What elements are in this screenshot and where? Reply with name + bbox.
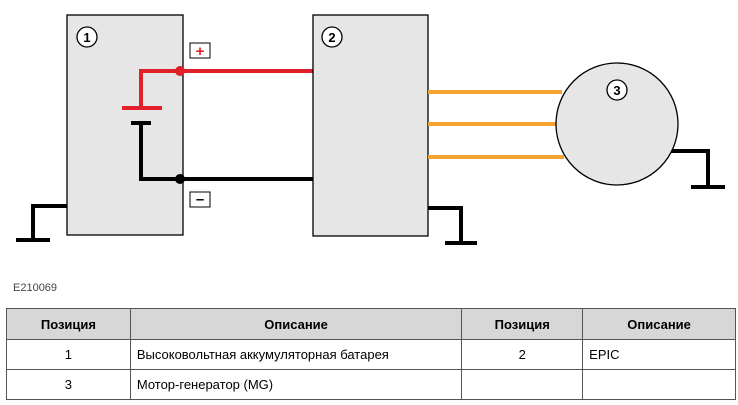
battery-box xyxy=(66,14,184,236)
legend-table: Позиция Описание Позиция Описание 1 Высо… xyxy=(6,308,736,400)
table-row: 3 Мотор-генератор (MG) xyxy=(6,369,736,400)
position-cell: 3 xyxy=(6,369,131,400)
legend-header-row: Позиция Описание Позиция Описание xyxy=(6,308,736,340)
badge-2-label: 2 xyxy=(328,30,335,45)
negative-wire xyxy=(131,121,313,181)
badge-1: 1 xyxy=(76,26,98,48)
plus-sign-box xyxy=(189,42,211,59)
badge-1-label: 1 xyxy=(83,30,90,45)
description-cell: Высоковольтная аккумуляторная батарея xyxy=(129,339,463,370)
badge-3-label: 3 xyxy=(613,83,620,98)
phase-wires xyxy=(428,90,564,159)
motor-generator-circle xyxy=(555,62,679,186)
ground-symbol-battery xyxy=(16,204,67,242)
description-cell: Мотор-генератор (MG) xyxy=(129,369,463,400)
position-cell xyxy=(461,369,584,400)
epic-box xyxy=(312,14,429,237)
table-row: 1 Высоковольтная аккумуляторная батарея … xyxy=(6,339,736,370)
description-cell: EPIC xyxy=(582,339,736,370)
positive-junction-dot xyxy=(175,66,185,76)
header-position-2: Позиция xyxy=(461,308,584,340)
wiring-diagram: + – 1 2 3 xyxy=(16,14,725,245)
position-cell: 1 xyxy=(6,339,131,370)
figure-id: E210069 xyxy=(13,282,58,294)
badge-3: 3 xyxy=(606,79,628,101)
plus-sign: + xyxy=(196,43,205,60)
ground-symbol-epic xyxy=(428,206,477,245)
badge-2: 2 xyxy=(321,26,343,48)
positive-wire xyxy=(122,69,313,110)
position-cell: 2 xyxy=(461,339,584,370)
header-position-1: Позиция xyxy=(6,308,131,340)
ground-symbol-motor xyxy=(670,149,725,189)
negative-junction-dot xyxy=(175,174,185,184)
minus-sign: – xyxy=(196,191,204,208)
description-cell xyxy=(582,369,736,400)
header-description-1: Описание xyxy=(129,308,463,340)
minus-sign-box xyxy=(189,191,211,208)
header-description-2: Описание xyxy=(582,308,736,340)
